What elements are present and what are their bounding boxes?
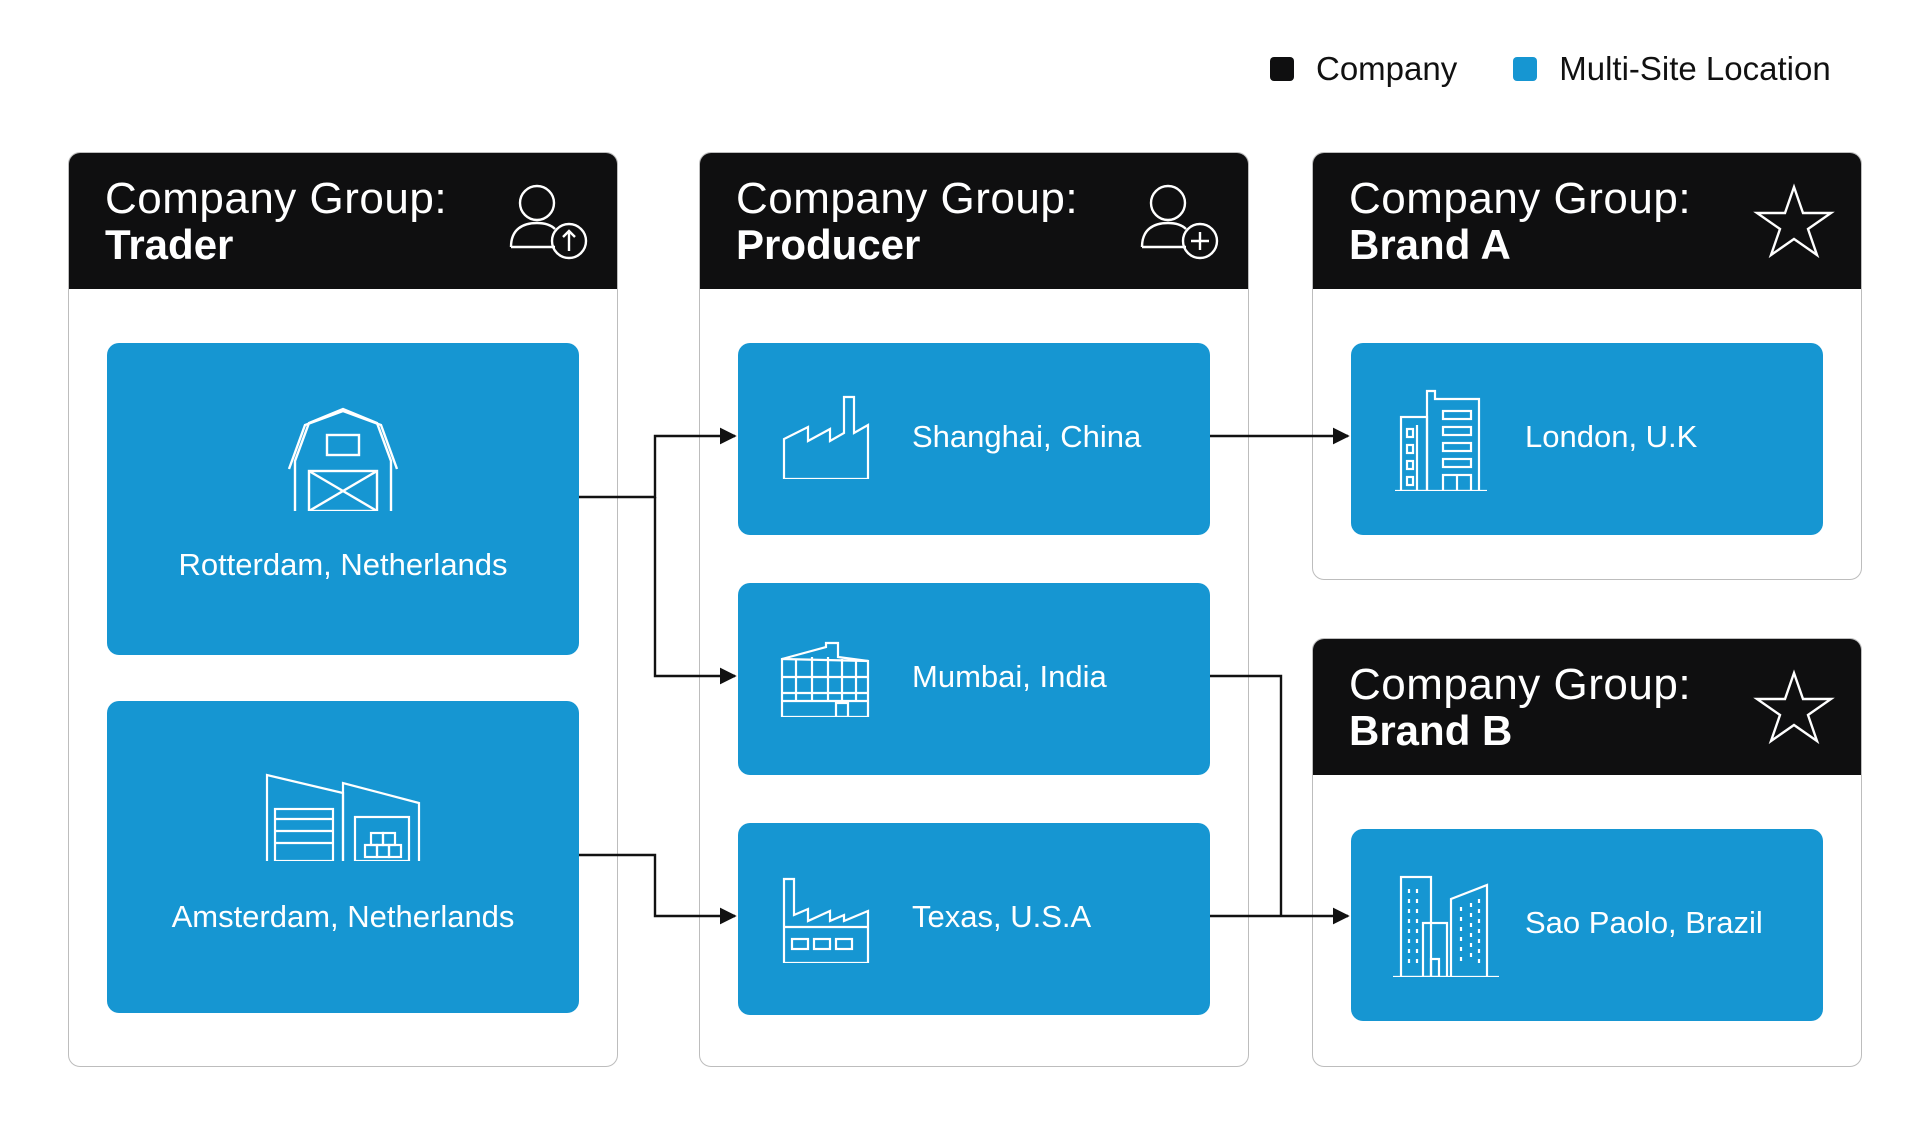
group-trader-label: Company Group:	[105, 174, 448, 223]
industrial-building-icon	[780, 641, 870, 717]
site-rotterdam[interactable]: Rotterdam, Netherlands	[107, 343, 579, 655]
group-brand-a-header: Company Group: Brand A	[1313, 153, 1861, 289]
user-upload-icon	[509, 184, 588, 260]
office-building-icon	[1395, 389, 1487, 491]
site-sao-paolo-label: Sao Paolo, Brazil	[1525, 905, 1763, 940]
factory-icon	[782, 395, 870, 479]
group-producer: Company Group: Producer Shanghai, China	[699, 152, 1249, 1067]
site-amsterdam[interactable]: Amsterdam, Netherlands	[107, 701, 579, 1013]
multisite-swatch	[1513, 57, 1538, 81]
group-producer-name: Producer	[736, 221, 921, 268]
user-add-icon	[1140, 184, 1219, 260]
group-trader-header: Company Group: Trader	[69, 153, 617, 289]
group-producer-label: Company Group:	[736, 174, 1079, 223]
warehouse-icon	[265, 773, 421, 861]
legend-item-company: Company	[1270, 50, 1457, 88]
group-producer-header: Company Group: Producer	[700, 153, 1248, 289]
group-brand-b-label: Company Group:	[1349, 660, 1692, 709]
barn-icon	[287, 407, 399, 511]
legend-multisite-label: Multi-Site Location	[1559, 50, 1831, 87]
group-brand-a-name: Brand A	[1349, 221, 1511, 268]
site-london[interactable]: London, U.K	[1351, 343, 1823, 535]
legend-company-label: Company	[1316, 50, 1458, 87]
legend-item-multisite: Multi-Site Location	[1513, 50, 1831, 88]
group-trader-name: Trader	[105, 221, 234, 268]
legend: Company Multi-Site Location	[1270, 50, 1831, 88]
group-brand-b: Company Group: Brand B Sao Paolo, Brazil	[1312, 638, 1862, 1067]
site-mumbai[interactable]: Mumbai, India	[738, 583, 1210, 775]
star-icon	[1753, 669, 1835, 745]
plant-icon	[782, 877, 870, 963]
group-trader: Company Group: Trader Rotterdam, Netherl…	[68, 152, 618, 1067]
group-brand-a: Company Group: Brand A London, U.K	[1312, 152, 1862, 580]
site-shanghai[interactable]: Shanghai, China	[738, 343, 1210, 535]
site-texas[interactable]: Texas, U.S.A	[738, 823, 1210, 1015]
site-london-label: London, U.K	[1525, 419, 1698, 454]
company-swatch	[1270, 57, 1294, 81]
site-mumbai-label: Mumbai, India	[912, 659, 1107, 694]
city-buildings-icon	[1393, 875, 1499, 977]
star-icon	[1753, 183, 1835, 259]
site-shanghai-label: Shanghai, China	[912, 419, 1142, 454]
group-brand-b-header: Company Group: Brand B	[1313, 639, 1861, 775]
site-amsterdam-label: Amsterdam, Netherlands	[171, 899, 515, 934]
group-brand-a-label: Company Group:	[1349, 174, 1692, 223]
group-brand-b-name: Brand B	[1349, 707, 1513, 754]
site-sao-paolo[interactable]: Sao Paolo, Brazil	[1351, 829, 1823, 1021]
site-texas-label: Texas, U.S.A	[912, 899, 1092, 934]
site-rotterdam-label: Rotterdam, Netherlands	[178, 547, 508, 582]
